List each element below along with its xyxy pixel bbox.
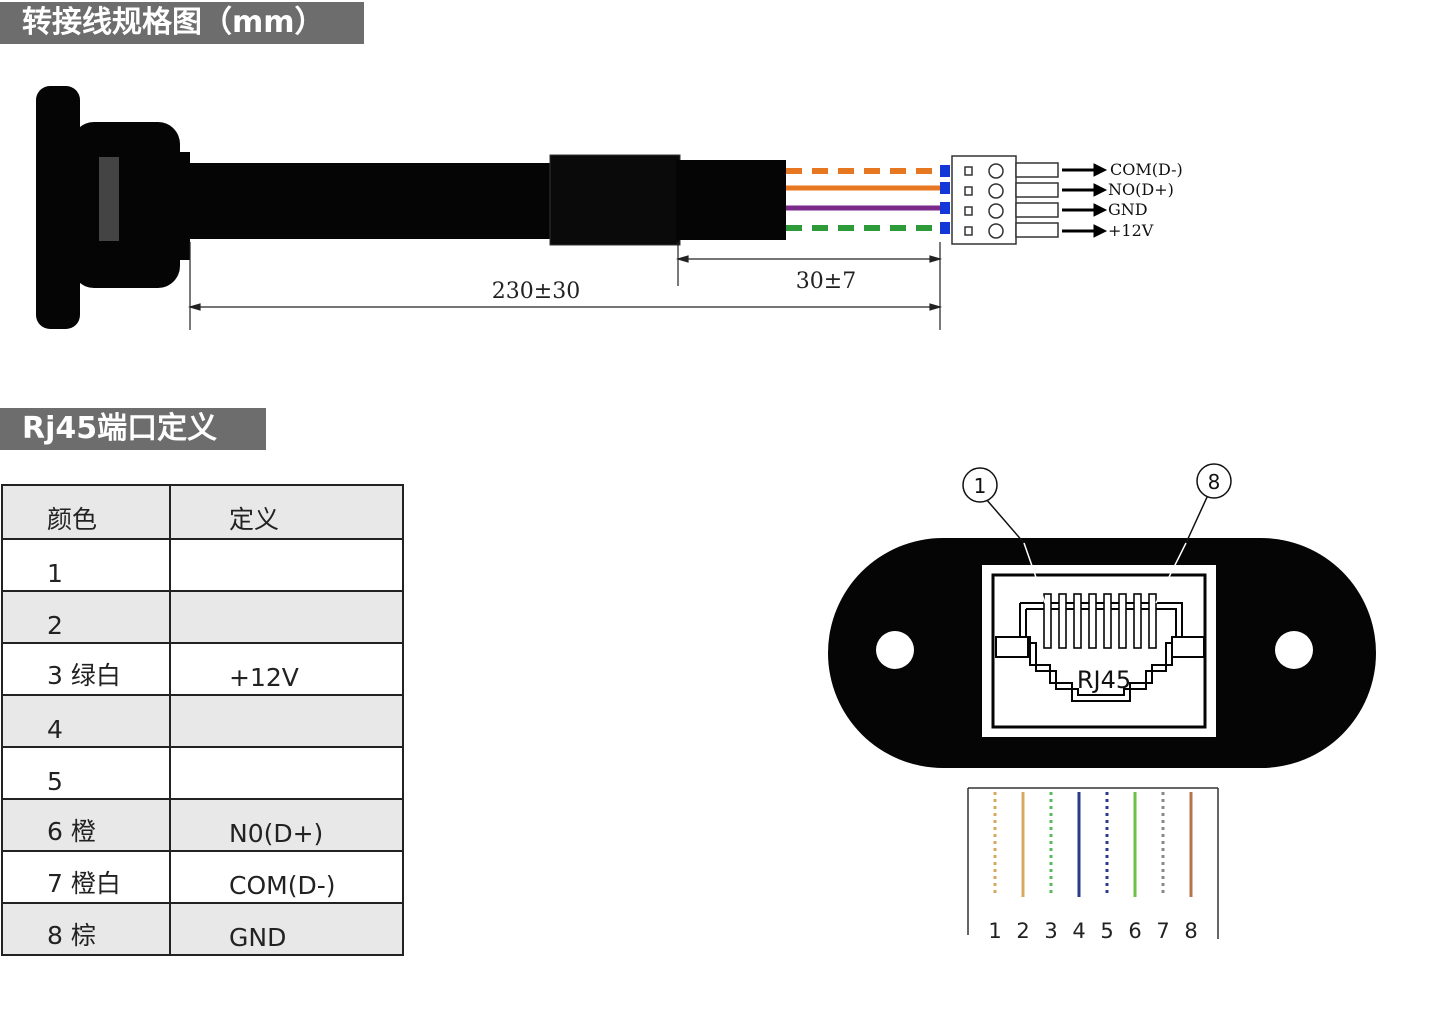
- dimension-strip: 30±7: [796, 269, 856, 294]
- cable-spec-diagram: COM(D-) NO(D+) GND +12V 230±30 30±7: [36, 86, 1183, 330]
- connector-body: [72, 122, 180, 288]
- pin-number-label: 6: [1128, 919, 1141, 943]
- dimension-lines: [187, 242, 943, 330]
- callout-pin-8: [1196, 463, 1232, 499]
- rj45-contact: [1148, 593, 1157, 649]
- dimension-total: 230±30: [492, 279, 580, 304]
- pin-color-cell: 6 橙: [1, 798, 171, 852]
- pin-number-label: 5: [1100, 919, 1113, 943]
- pin-def-cell: COM(D-): [169, 850, 404, 904]
- connector-flange: [36, 86, 80, 329]
- table-row: 3 绿白 +12V: [1, 642, 404, 696]
- rj45-contact: [1073, 593, 1082, 649]
- cable-spec-title: 转接线规格图（mm）: [0, 2, 364, 44]
- pin-def-cell: +12V: [169, 642, 404, 696]
- signal-label-12v: +12V: [1108, 221, 1154, 240]
- rj45-contacts: [1043, 593, 1157, 649]
- pin-number-label: 2: [1016, 919, 1029, 943]
- header-definition: 定义: [169, 484, 404, 540]
- wire-bundle: [786, 165, 950, 234]
- pin-color-cell: 7 橙白: [1, 850, 171, 904]
- pin-wires: [993, 792, 1193, 897]
- table-row: 2: [1, 590, 404, 644]
- pin-number-label: 8: [1184, 919, 1197, 943]
- rj45-jack-outline: [995, 602, 1205, 702]
- rj45-contact: [1088, 593, 1097, 649]
- table-header-row: 颜色 定义: [1, 484, 404, 540]
- pin-number-label: 4: [1072, 919, 1085, 943]
- mount-hole-right: [1275, 631, 1313, 669]
- pin-color-cell: 8 棕: [1, 902, 171, 956]
- signal-label-no: NO(D+): [1108, 180, 1174, 199]
- pin-def-cell: [169, 694, 404, 748]
- rj45-label: RJ45: [1077, 666, 1131, 694]
- rj45-contact: [1043, 593, 1052, 649]
- svg-text:1: 1: [974, 474, 987, 498]
- heat-shrink-sleeve: [549, 154, 681, 246]
- rj45-contact: [1103, 593, 1112, 649]
- connector-collar: [176, 152, 190, 260]
- signal-label-com: COM(D-): [1110, 160, 1183, 179]
- pin-number-label: 1: [988, 919, 1001, 943]
- rj45-contact: [1058, 593, 1067, 649]
- callout-pin-1: [962, 467, 998, 503]
- pin-def-cell: N0(D+): [169, 798, 404, 852]
- svg-text:8: 8: [1208, 470, 1221, 494]
- pin-def-cell: [169, 590, 404, 644]
- rj45-port-title: Rj45端口定义: [0, 408, 266, 450]
- header-color: 颜色: [1, 484, 171, 540]
- connector-slot: [99, 157, 119, 241]
- pin-color-cell: 4: [1, 694, 171, 748]
- signal-label-gnd: GND: [1108, 200, 1148, 219]
- pin-number-label: 7: [1156, 919, 1169, 943]
- pin-def-cell: GND: [169, 902, 404, 956]
- table-row: 1: [1, 538, 404, 592]
- mount-hole-left: [876, 631, 914, 669]
- pin-wire-frame: [967, 787, 1219, 939]
- pin-def-cell: [169, 746, 404, 800]
- pin-def-cell: [169, 538, 404, 592]
- cable-jacket-end: [676, 160, 786, 240]
- cable-jacket: [188, 163, 558, 239]
- table-row: 7 橙白 COM(D-): [1, 850, 404, 904]
- rj45-contact: [1133, 593, 1142, 649]
- terminal-block: [951, 155, 1059, 245]
- signal-arrows: [1062, 163, 1108, 238]
- rj45-pin-table: 颜色 定义 1 2 3 绿白 +12V 4 5 6 橙 N0(D+) 7 橙白: [1, 484, 404, 956]
- pin-color-cell: 1: [1, 538, 171, 592]
- table-row: 5: [1, 746, 404, 800]
- pin-color-cell: 3 绿白: [1, 642, 171, 696]
- pin-color-cell: 2: [1, 590, 171, 644]
- pin-number-label: 3: [1044, 919, 1057, 943]
- table-row: 6 橙 N0(D+): [1, 798, 404, 852]
- rj45-contact: [1118, 593, 1127, 649]
- table-row: 4: [1, 694, 404, 748]
- pin-color-cell: 5: [1, 746, 171, 800]
- table-row: 8 棕 GND: [1, 902, 404, 956]
